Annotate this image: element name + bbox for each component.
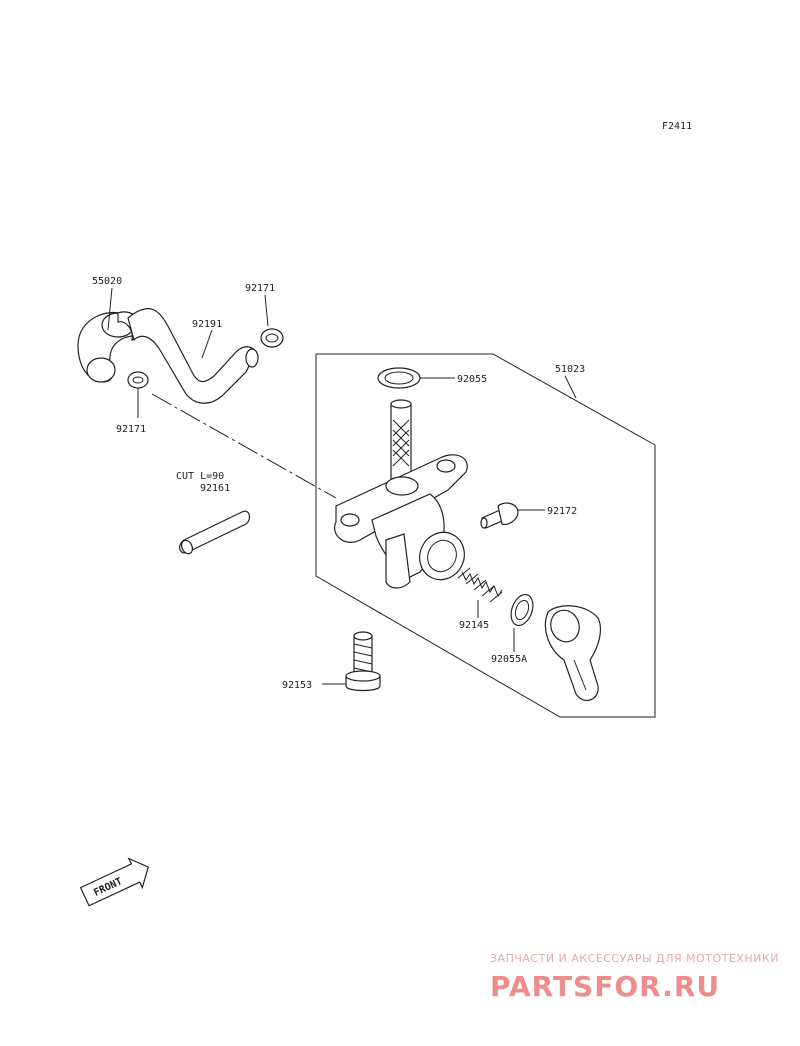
figure-code: F2411 xyxy=(662,121,692,132)
leader-92171-upper xyxy=(264,294,269,327)
leader-55020 xyxy=(107,287,113,331)
oring-top xyxy=(377,367,421,389)
label-92161: 92161 xyxy=(200,483,230,494)
clamp-lower xyxy=(127,371,149,389)
front-arrow: FRONT xyxy=(79,857,149,907)
watermark-logo: PARTSFOR.RU xyxy=(490,970,720,1003)
assembly-outline xyxy=(315,353,656,718)
label-92055A: 92055A xyxy=(491,654,527,665)
tube-cut-piece xyxy=(179,510,251,555)
bolt xyxy=(345,631,381,692)
clamp-upper xyxy=(260,328,284,348)
valve-lever xyxy=(544,605,602,702)
bent-tube xyxy=(127,308,259,404)
label-cut-note: CUT L=90 xyxy=(176,471,224,482)
spring xyxy=(457,567,503,603)
label-92171-lower: 92171 xyxy=(116,424,146,435)
label-92153: 92153 xyxy=(282,680,312,691)
centerline-hose xyxy=(151,393,337,499)
label-92145: 92145 xyxy=(459,620,489,631)
label-51023: 51023 xyxy=(555,364,585,375)
label-92191: 92191 xyxy=(192,319,222,330)
leader-92191 xyxy=(201,329,213,359)
watermark-tagline: ЗАПЧАСТИ И АКСЕССУАРЫ ДЛЯ МОТОТЕХНИКИ xyxy=(490,952,779,965)
label-92171-upper: 92171 xyxy=(245,283,275,294)
label-92172: 92172 xyxy=(547,506,577,517)
screw xyxy=(480,502,519,529)
label-92055: 92055 xyxy=(457,374,487,385)
leader-51023 xyxy=(564,375,577,399)
label-55020: 55020 xyxy=(92,276,122,287)
oring-lower xyxy=(510,593,534,627)
fuel-cock-body xyxy=(334,399,468,589)
